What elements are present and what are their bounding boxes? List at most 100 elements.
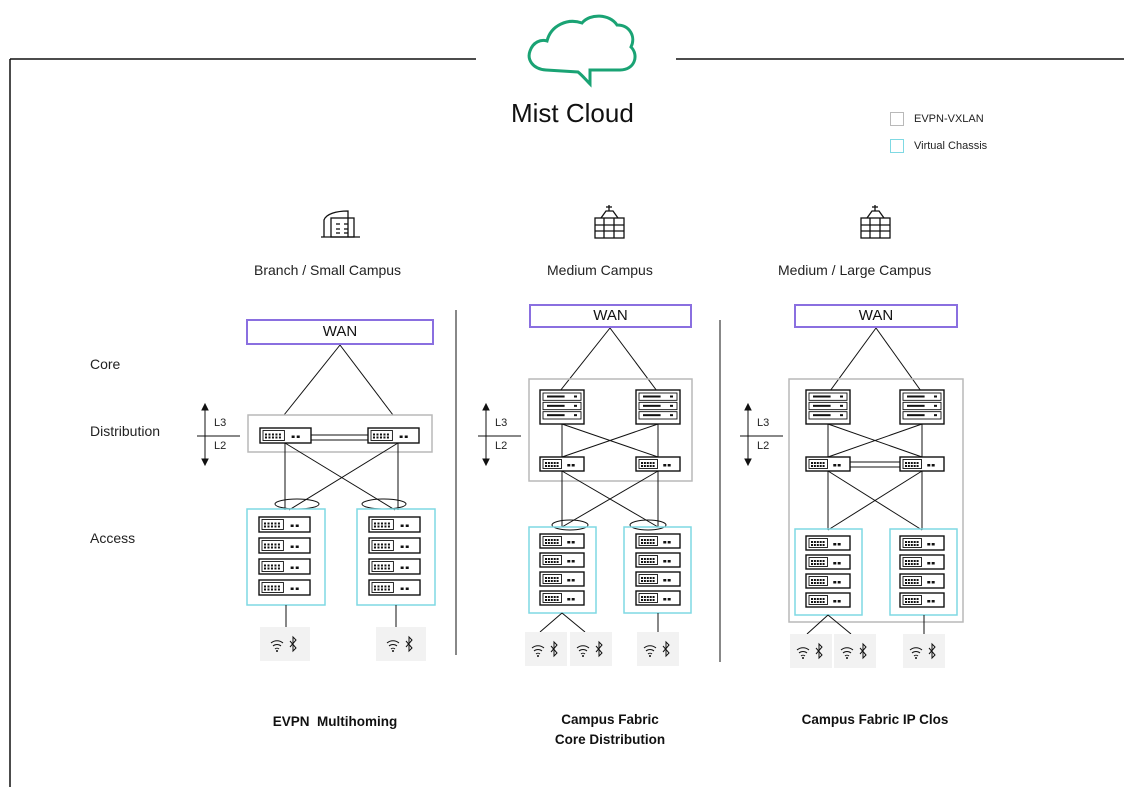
- switch-port-block: [808, 538, 828, 548]
- link-line: [827, 470, 923, 531]
- switch-led: [931, 543, 935, 546]
- layer-marker-l3: L3: [214, 417, 227, 429]
- switch-icon: [539, 552, 585, 568]
- ap-tile: [903, 634, 945, 668]
- switch-port: [274, 546, 277, 549]
- switch-port-block: [808, 557, 828, 567]
- switch-port: [816, 541, 819, 543]
- switch-port: [816, 560, 819, 562]
- bluetooth-icon: [859, 642, 867, 660]
- switch-port: [373, 436, 375, 439]
- switch-port: [374, 585, 376, 588]
- switch-led: [833, 581, 837, 584]
- switch-icon: [805, 592, 851, 608]
- switch-icon: [258, 558, 311, 575]
- chassis-switch-icon: [899, 389, 945, 425]
- switch-port: [816, 601, 819, 603]
- switch-port-block: [261, 540, 284, 551]
- switch-port: [556, 539, 559, 541]
- switch-port: [550, 539, 553, 541]
- switch-port: [822, 465, 825, 467]
- switch-port: [822, 560, 825, 562]
- link-line: [609, 327, 658, 392]
- switch-icon: [635, 552, 681, 568]
- switch-port: [377, 525, 380, 528]
- switch-port: [816, 582, 819, 584]
- chassis-ports: [547, 404, 565, 407]
- switch-port: [813, 541, 816, 543]
- switch-port-block: [261, 519, 284, 530]
- switch-led: [290, 566, 294, 569]
- legend-item-vc: Virtual Chassis: [890, 139, 987, 153]
- switch-port: [652, 599, 655, 601]
- switch-port-block: [638, 593, 658, 603]
- lag-ellipse: [551, 519, 589, 531]
- switch-port: [267, 546, 270, 549]
- switch-port: [643, 539, 646, 541]
- switch-led: [290, 545, 294, 548]
- wifi-dot: [915, 657, 917, 659]
- switch-icon: [258, 537, 311, 554]
- switch-port: [545, 539, 547, 541]
- frame: [9, 58, 1124, 787]
- switch-port: [811, 579, 813, 581]
- caption-core-distribution: Campus Fabric Core Distribution: [530, 710, 690, 750]
- switch-port: [274, 588, 277, 591]
- caption-ip-clos: Campus Fabric IP Clos: [780, 710, 970, 730]
- switch-port: [270, 543, 273, 546]
- switch-port: [652, 580, 655, 582]
- switch-icon: [539, 456, 585, 472]
- switch-port: [910, 462, 913, 464]
- switch-port: [907, 579, 910, 581]
- switch-port: [264, 564, 266, 567]
- switch-body: [899, 592, 945, 608]
- site-label-branch: Branch / Small Campus: [254, 262, 402, 278]
- switch-port: [274, 543, 277, 546]
- wifi-icon: [643, 645, 657, 655]
- wan-box: WAN: [246, 319, 434, 345]
- switch-port: [905, 563, 907, 565]
- switch-led: [571, 598, 575, 601]
- evpn-ipclos-box: [788, 378, 964, 623]
- switch-port: [822, 598, 825, 600]
- switch-port: [547, 542, 550, 544]
- ap-tile: [570, 632, 612, 666]
- switch-icon: [635, 456, 681, 472]
- switch-port: [813, 544, 816, 546]
- switch-port: [377, 585, 380, 588]
- switch-port: [819, 541, 822, 543]
- switch-port: [384, 567, 387, 570]
- lag-ellipse: [629, 519, 667, 531]
- switch-led: [295, 566, 299, 569]
- switch-body: [805, 573, 851, 589]
- switch-led: [567, 560, 571, 563]
- switch-led: [667, 579, 671, 582]
- switch-led: [405, 545, 409, 548]
- switch-port: [811, 598, 813, 600]
- switch-port: [550, 596, 553, 598]
- switch-port: [813, 560, 816, 562]
- switch-body: [539, 552, 585, 568]
- switch-port: [384, 525, 387, 528]
- switch-port: [278, 433, 281, 436]
- switch-port-block: [902, 595, 922, 605]
- switch-port: [813, 598, 816, 600]
- switch-port: [267, 588, 270, 591]
- switch-port: [910, 598, 913, 600]
- switch-body: [899, 535, 945, 551]
- link-line: [559, 327, 611, 392]
- switch-port: [553, 542, 556, 544]
- switch-port: [652, 577, 655, 579]
- switch-icon: [367, 427, 420, 444]
- switch-port: [550, 577, 553, 579]
- access-point: [834, 634, 876, 668]
- switch-led: [567, 541, 571, 544]
- chassis-led: [840, 414, 843, 417]
- link-line: [806, 614, 829, 635]
- switch-port: [907, 560, 910, 562]
- switch-port: [641, 561, 643, 563]
- switch-port-block: [261, 561, 284, 572]
- switch-led: [837, 581, 841, 584]
- switch-icon: [899, 535, 945, 551]
- wifi-dot: [846, 657, 848, 659]
